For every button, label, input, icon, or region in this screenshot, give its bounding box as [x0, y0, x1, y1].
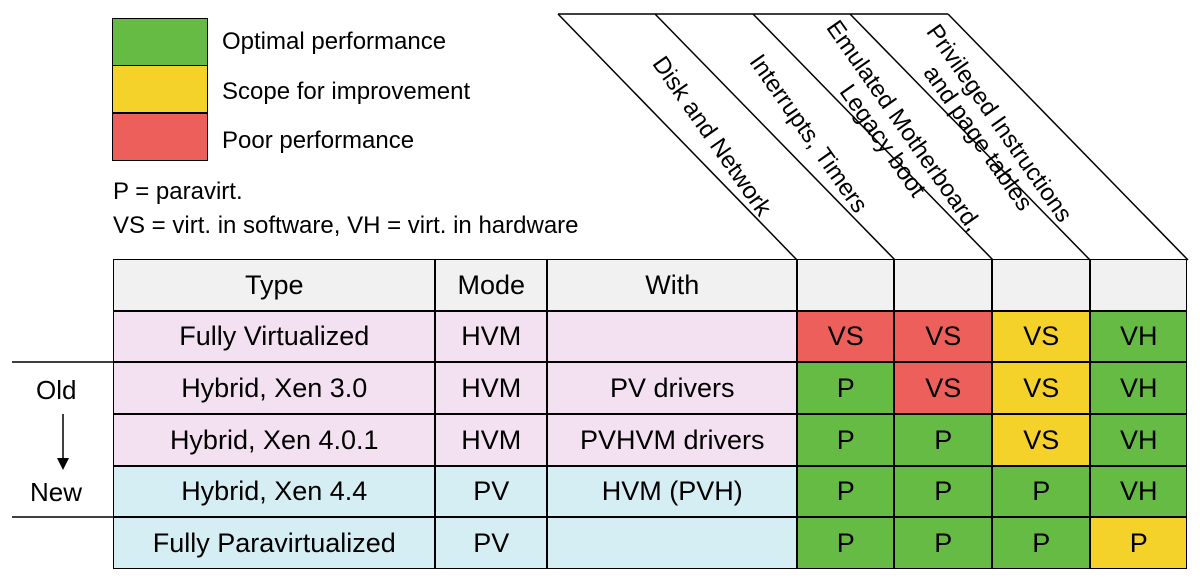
row-type: Hybrid, Xen 4.4 [113, 466, 436, 518]
header-blank-3 [1090, 259, 1188, 312]
perf-cell: VS [992, 362, 1091, 415]
perf-cell: P [992, 517, 1091, 570]
legend-swatch-scope [112, 65, 208, 113]
perf-cell: VH [1090, 414, 1188, 467]
perf-cell: P [1090, 517, 1188, 570]
legend-label-optimal: Optimal performance [222, 28, 447, 55]
row-with: HVM (PVH) [547, 466, 798, 518]
row-mode: HVM [435, 362, 548, 415]
legend-swatch-poor [112, 113, 208, 161]
perf-cell: P [797, 414, 895, 467]
side-label-new: New [30, 477, 83, 507]
row-type: Fully Virtualized [113, 311, 436, 363]
perf-cell: VH [1090, 466, 1188, 518]
perf-cell: P [894, 517, 993, 570]
row-with [547, 311, 798, 363]
note-paravirt: P = paravirt. [113, 178, 243, 205]
perf-cell: P [797, 466, 895, 518]
arrow-down-icon [57, 458, 69, 470]
row-with: PV drivers [547, 362, 798, 415]
perf-cell: VH [1090, 362, 1188, 415]
header-blank-1 [894, 259, 993, 312]
row-mode: PV [435, 517, 548, 570]
perf-cell: VS [992, 311, 1091, 363]
perf-cell: P [797, 517, 895, 570]
header-blank-0 [797, 259, 895, 312]
row-type: Hybrid, Xen 3.0 [113, 362, 436, 415]
perf-cell: P [894, 414, 993, 467]
perf-cell: VS [992, 414, 1091, 467]
legend-label-scope: Scope for improvement [222, 78, 471, 105]
header-blank-2 [992, 259, 1091, 312]
legend-label-poor: Poor performance [222, 127, 415, 154]
perf-cell: VS [894, 362, 993, 415]
header-type: Type [113, 259, 436, 312]
perf-cell: P [992, 466, 1091, 518]
header-mode: Mode [435, 259, 548, 312]
perf-cell: P [894, 466, 993, 518]
row-with [547, 517, 798, 570]
header-with: With [547, 259, 798, 312]
perf-cell: P [797, 362, 895, 415]
row-with: PVHVM drivers [547, 414, 798, 467]
note-virt-modes: VS = virt. in software, VH = virt. in ha… [113, 212, 579, 239]
side-label-old: Old [36, 375, 77, 405]
row-type: Fully Paravirtualized [113, 517, 436, 570]
legend-swatch-optimal [112, 18, 208, 66]
row-type: Hybrid, Xen 4.0.1 [113, 414, 436, 467]
perf-cell: VH [1090, 311, 1188, 363]
perf-cell: VS [894, 311, 993, 363]
perf-cell: VS [797, 311, 895, 363]
row-mode: HVM [435, 311, 548, 363]
row-mode: HVM [435, 414, 548, 467]
row-mode: PV [435, 466, 548, 518]
